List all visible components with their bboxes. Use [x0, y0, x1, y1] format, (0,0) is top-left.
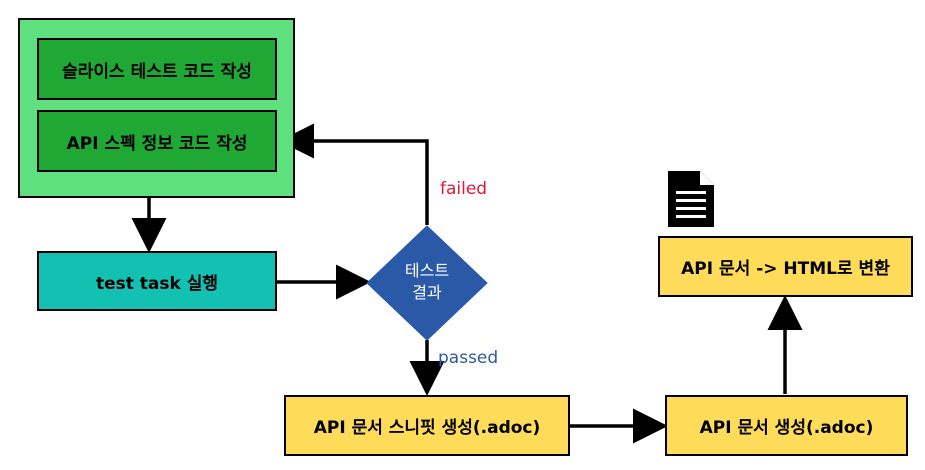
decision-label: 테스트 결과 — [387, 260, 467, 304]
test-task-box: test task 실행 — [37, 251, 277, 311]
decision-line1: 테스트 — [404, 261, 450, 280]
decision-line2: 결과 — [412, 283, 442, 302]
html-conv-box: API 문서 -> HTML로 변환 — [658, 236, 913, 297]
document-icon — [668, 171, 714, 227]
slice-test-box: 슬라이스 테스트 코드 작성 — [37, 38, 277, 100]
passed-label: passed — [438, 348, 499, 368]
api-spec-box: API 스펙 정보 코드 작성 — [37, 110, 277, 172]
snippet-label: API 문서 스니핏 생성(.adoc) — [313, 418, 541, 438]
doc-gen-label: API 문서 생성(.adoc) — [699, 418, 874, 438]
slice-test-label: 슬라이스 테스트 코드 작성 — [62, 61, 252, 82]
failed-label: failed — [440, 179, 488, 199]
snippet-box: API 문서 스니핏 생성(.adoc) — [284, 395, 570, 456]
html-conv-label: API 문서 -> HTML로 변환 — [681, 259, 890, 279]
arrow-failed-loop — [279, 123, 429, 225]
api-spec-label: API 스펙 정보 코드 작성 — [66, 133, 248, 154]
doc-gen-box: API 문서 생성(.adoc) — [665, 395, 908, 456]
decision-diamond — [366, 225, 488, 341]
test-task-label: test task 실행 — [95, 273, 219, 294]
